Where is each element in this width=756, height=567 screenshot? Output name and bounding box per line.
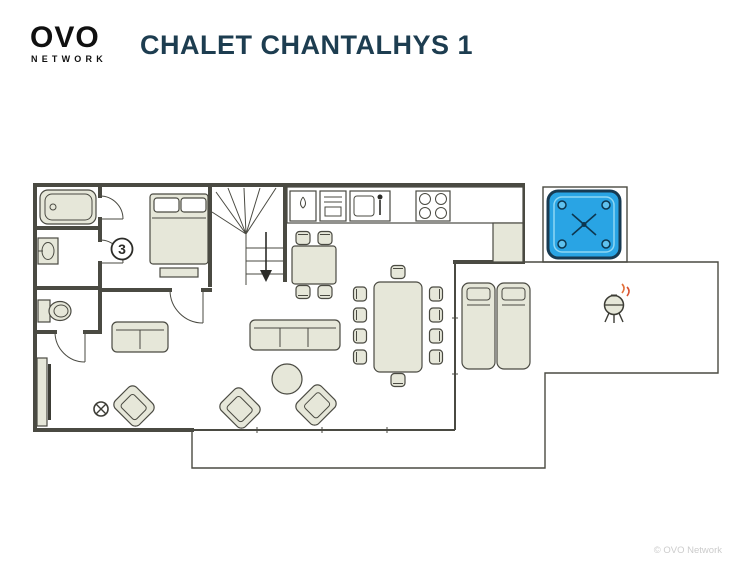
- svg-text:3: 3: [118, 241, 126, 257]
- glass-wall: [192, 262, 458, 433]
- armchair-icon: [110, 382, 158, 430]
- dining-table-icon: [352, 264, 444, 388]
- sofa-icon: [111, 321, 169, 353]
- lounger-icon: [461, 282, 496, 370]
- bedroom-badge: 3: [110, 237, 134, 261]
- breakfast-table: [291, 230, 337, 300]
- hob-icon: [415, 190, 451, 222]
- door-swing-icon: [54, 195, 204, 363]
- chair-icon: [352, 349, 368, 365]
- hot-tub-icon: [546, 189, 622, 260]
- dishwasher-icon: [289, 190, 317, 222]
- logo-subtext: NETWORK: [31, 54, 107, 64]
- copyright-watermark: © OVO Network: [654, 545, 722, 556]
- hot-tub-deck: [542, 186, 628, 263]
- chair-icon: [317, 284, 333, 300]
- oven-icon: [319, 190, 347, 222]
- bed-icon: [149, 193, 209, 278]
- chair-icon: [352, 328, 368, 344]
- chair-icon: [295, 284, 311, 300]
- building-walls: [33, 183, 525, 432]
- pouf-icon: [271, 363, 303, 395]
- chair-icon: [390, 372, 406, 388]
- armchair-icon: [292, 381, 340, 429]
- sofa-icon: [249, 319, 341, 351]
- chair-icon: [352, 286, 368, 302]
- chair-icon: [428, 349, 444, 365]
- logo-text: OVO: [30, 21, 100, 54]
- ovo-network-logo: OVO NETWORK: [30, 21, 107, 65]
- toilet-icon: [37, 299, 72, 323]
- tv-unit-icon: [36, 357, 51, 427]
- terrace-outline: [191, 261, 719, 469]
- page-title: CHALET CHANTALHYS 1: [140, 30, 473, 60]
- chair-icon: [295, 230, 311, 246]
- stool-icon: [93, 401, 109, 417]
- armchair-icon: [216, 384, 264, 432]
- bathtub-icon: [39, 189, 97, 225]
- chair-icon: [428, 307, 444, 323]
- chair-icon: [317, 230, 333, 246]
- chair-icon: [428, 286, 444, 302]
- kitchen-sink-icon: [349, 190, 391, 222]
- chair-icon: [428, 328, 444, 344]
- bbq-icon: [603, 283, 630, 323]
- washbasin-icon: [37, 237, 59, 265]
- chair-icon: [390, 264, 406, 280]
- stairs-icon: [211, 187, 285, 285]
- down-arrow-icon: [260, 232, 272, 282]
- lounger-icon: [496, 282, 531, 370]
- chair-icon: [352, 307, 368, 323]
